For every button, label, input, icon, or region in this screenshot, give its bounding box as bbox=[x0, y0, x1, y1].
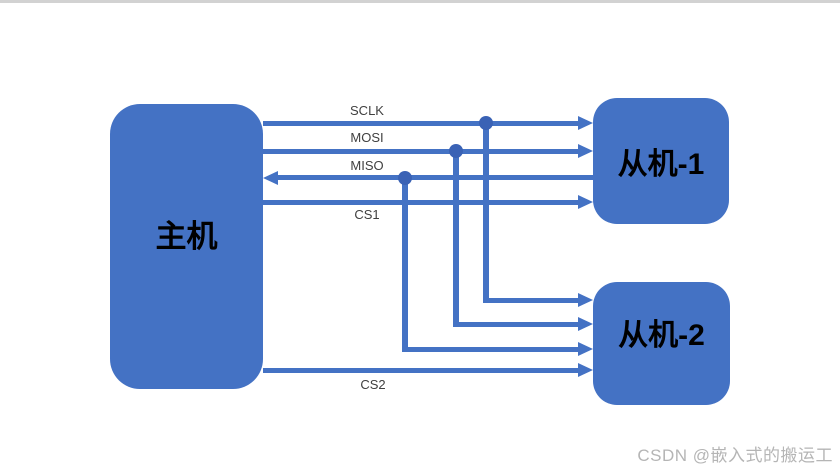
label-cs2: CS2 bbox=[360, 377, 386, 392]
arrowhead-cs1-slave1-icon bbox=[578, 195, 593, 209]
wire-sclk-branch-vertical bbox=[483, 121, 489, 303]
wire-mosi bbox=[263, 149, 580, 154]
arrowhead-sclk-slave1-icon bbox=[578, 116, 593, 130]
label-mosi: MOSI bbox=[350, 130, 384, 145]
wire-miso bbox=[278, 175, 593, 180]
wire-miso-branch-vertical bbox=[402, 175, 408, 352]
arrowhead-miso-slave2-icon bbox=[578, 342, 593, 356]
wire-mosi-branch-horizontal bbox=[453, 322, 580, 327]
node-master-label: 主机 bbox=[155, 219, 218, 254]
label-cs1: CS1 bbox=[354, 207, 380, 222]
wire-miso-branch-horizontal bbox=[402, 347, 580, 352]
label-miso: MISO bbox=[350, 158, 384, 173]
wire-sclk-branch-horizontal bbox=[483, 298, 580, 303]
junction-dot-miso bbox=[398, 171, 412, 185]
wire-sclk bbox=[263, 121, 580, 126]
node-slave1: 从机-1 bbox=[593, 98, 729, 224]
node-master: 主机 bbox=[110, 104, 263, 389]
wire-cs2 bbox=[263, 368, 580, 373]
arrowhead-sclk-slave2-icon bbox=[578, 293, 593, 307]
label-sclk: SCLK bbox=[350, 103, 384, 118]
wire-mosi-branch-vertical bbox=[453, 149, 459, 327]
arrowhead-miso-master-icon bbox=[263, 171, 278, 185]
node-slave1-label: 从机-1 bbox=[617, 148, 705, 181]
node-slave2-label: 从机-2 bbox=[618, 318, 705, 352]
node-slave2: 从机-2 bbox=[593, 282, 730, 405]
watermark: CSDN @嵌入式的搬运工 bbox=[637, 446, 833, 465]
junction-dot-mosi bbox=[449, 144, 463, 158]
top-divider-bar bbox=[0, 0, 840, 3]
arrowhead-mosi-slave1-icon bbox=[578, 144, 593, 158]
junction-dot-sclk bbox=[479, 116, 493, 130]
wire-cs1 bbox=[263, 200, 580, 205]
arrowhead-mosi-slave2-icon bbox=[578, 317, 593, 331]
arrowhead-cs2-slave2-icon bbox=[578, 363, 593, 377]
